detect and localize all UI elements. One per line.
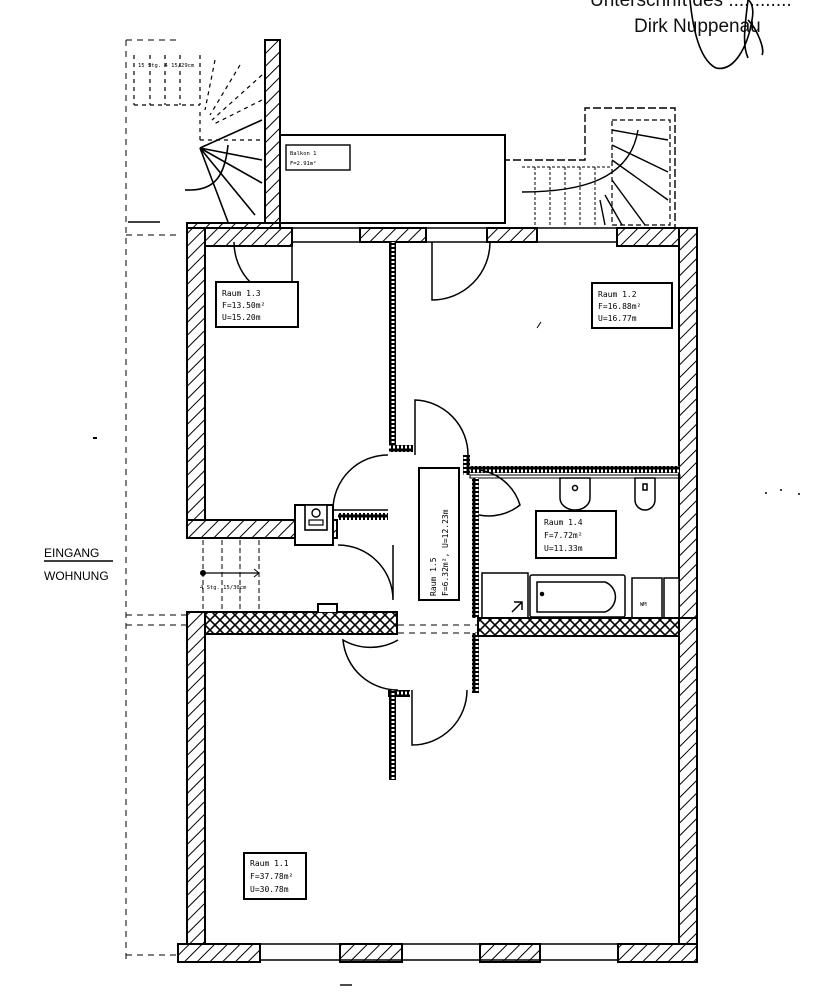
entrance-label: EINGANG WOHNUNG <box>44 546 113 583</box>
balcony-name: Balkon 1 <box>290 151 317 157</box>
outer-walls-lower <box>177 611 698 986</box>
shower-tray <box>481 572 529 619</box>
stair-note-upper: 15 Stg. 4 15/29cm <box>138 63 195 69</box>
raum15-area: F=6.32m², <box>441 553 450 596</box>
interior-walls <box>338 242 681 780</box>
raum11-name: Raum 1.1 <box>250 859 289 868</box>
washing-machine-label: WM <box>640 602 647 608</box>
entrance-line1: EINGANG <box>44 546 99 560</box>
stair-right <box>504 107 676 230</box>
sink-icon <box>559 477 591 511</box>
room-label-raum12: Raum 1.2 F=16.88m² U=16.77m <box>591 282 673 329</box>
raum12-perimeter: U=16.77m <box>598 314 637 323</box>
dashed-guides <box>125 39 478 960</box>
raum14-name: Raum 1.4 <box>544 518 583 527</box>
raum14-perimeter: U=11.33m <box>544 544 583 553</box>
room-label-raum15: Raum 1.5 F=6.32m², U=12.23m <box>418 467 460 601</box>
signature-name: Dirk Nuppenau <box>634 16 761 37</box>
intercom-unit <box>294 504 334 546</box>
room-label-raum11: Raum 1.1 F=37.78m² U=30.78m <box>243 852 307 900</box>
room-label-raum13: Raum 1.3 F=13.50m² U=15.20m <box>215 281 299 328</box>
signature-block: Unterschrift des ............ Dirk Nuppe… <box>590 0 792 70</box>
outer-walls-upper <box>186 227 698 624</box>
entrance-line2: WOHNUNG <box>44 569 109 583</box>
raum13-name: Raum 1.3 <box>222 289 261 298</box>
raum12-name: Raum 1.2 <box>598 290 637 299</box>
entrance-steps-note: 4 Stg. 15/30cm <box>200 585 247 591</box>
stray-marks <box>93 321 800 495</box>
raum11-perimeter: U=30.78m <box>250 885 289 894</box>
bathroom-fixtures <box>481 477 680 619</box>
room-label-raum14: Raum 1.4 F=7.72m² U=11.33m <box>535 510 617 559</box>
raum15-perimeter: U=12.23m <box>441 509 450 548</box>
party-wall <box>186 603 698 637</box>
entrance-steps <box>200 540 260 612</box>
raum13-perimeter: U=15.20m <box>222 313 261 322</box>
balcony-area: F=2.91m² <box>290 160 317 167</box>
raum14-area: F=7.72m² <box>544 531 583 540</box>
raum11-area: F=37.78m² <box>250 872 293 881</box>
stair-tower-left: 15 Stg. 4 15/29cm <box>128 39 281 242</box>
raum12-area: F=16.88m² <box>598 302 641 311</box>
balcony: Balkon 1 F=2.91m² <box>279 134 506 224</box>
raum15-name: Raum 1.5 <box>429 557 438 596</box>
toilet-icon <box>634 477 656 511</box>
signature-scribble <box>689 0 764 70</box>
raum13-area: F=13.50m² <box>222 301 265 310</box>
